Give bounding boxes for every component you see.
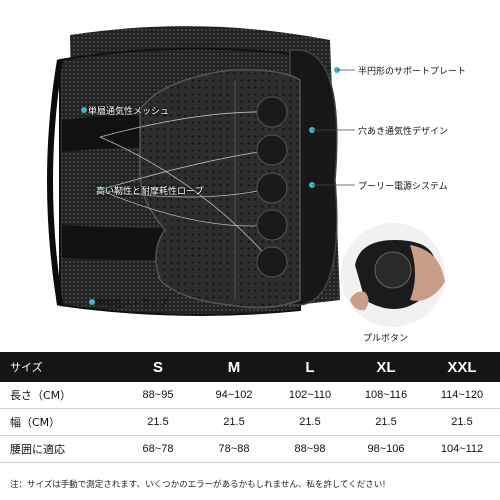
support-plate	[289, 49, 338, 306]
row-label: 幅（CM）	[10, 416, 61, 429]
size-table: サイズ S M L XL XXL 長さ（CM） 88~95 94~102 102…	[0, 352, 500, 463]
table-cell: 68~78	[142, 443, 174, 455]
table-cell: 21.5	[451, 416, 473, 428]
table-cell: 104~112	[440, 443, 484, 455]
callout-pull-button: プルボタン	[363, 334, 409, 344]
row-label: 長さ（CM）	[10, 389, 72, 402]
callout-rope: 高い靭性と耐摩耗性ロープ	[96, 187, 204, 197]
table-row: 腰囲に適応 68~78 78~88 88~98 98~106 104~112	[0, 436, 500, 463]
callout-pulley: プーリー電源システム	[358, 182, 448, 192]
header-size-l: L	[305, 358, 315, 376]
table-cell: 21.5	[223, 416, 245, 428]
size-table-header: サイズ S M L XL XXL	[0, 352, 500, 382]
callout-mesh: 単層通気性メッシュ	[88, 107, 170, 117]
table-cell: 78~88	[218, 443, 250, 455]
table-row: 長さ（CM） 88~95 94~102 102~110 108~116 114~…	[0, 382, 500, 409]
perforated-panel	[139, 68, 301, 309]
table-cell: 88~95	[142, 389, 174, 401]
header-size-m: M	[227, 358, 241, 376]
header-size-xxl: XXL	[447, 358, 477, 376]
table-cell: 88~98	[294, 443, 326, 455]
table-cell: 98~106	[367, 443, 405, 455]
callout-holes: 穴あき通気性デザイン	[358, 127, 449, 137]
header-size-xl: XL	[376, 358, 396, 376]
header-size-label: サイズ	[10, 361, 43, 374]
table-cell: 21.5	[375, 416, 397, 428]
table-cell: 108~116	[364, 389, 408, 401]
pulley-rope	[99, 111, 273, 263]
table-cell: 21.5	[299, 416, 321, 428]
table-cell: 102~110	[288, 389, 332, 401]
table-cell: 94~102	[215, 389, 253, 401]
pulley-buttons	[256, 96, 288, 278]
callout-plate: 半円形のサポートプレート	[358, 67, 467, 77]
footnote: 注：サイズは手動で測定されます、いくつかのエラーがあるかもしれません、私を許して…	[10, 480, 386, 490]
table-cell: 21.5	[147, 416, 169, 428]
header-size-s: S	[152, 358, 163, 376]
row-label: 腰囲に適応	[10, 443, 65, 456]
callout-strap: 伸縮性ストラップ	[96, 299, 169, 309]
product-illustration	[47, 26, 445, 327]
table-cell: 114~120	[440, 389, 484, 401]
table-row: 幅（CM） 21.5 21.5 21.5 21.5 21.5	[0, 409, 500, 436]
pull-button-inset	[341, 223, 445, 327]
